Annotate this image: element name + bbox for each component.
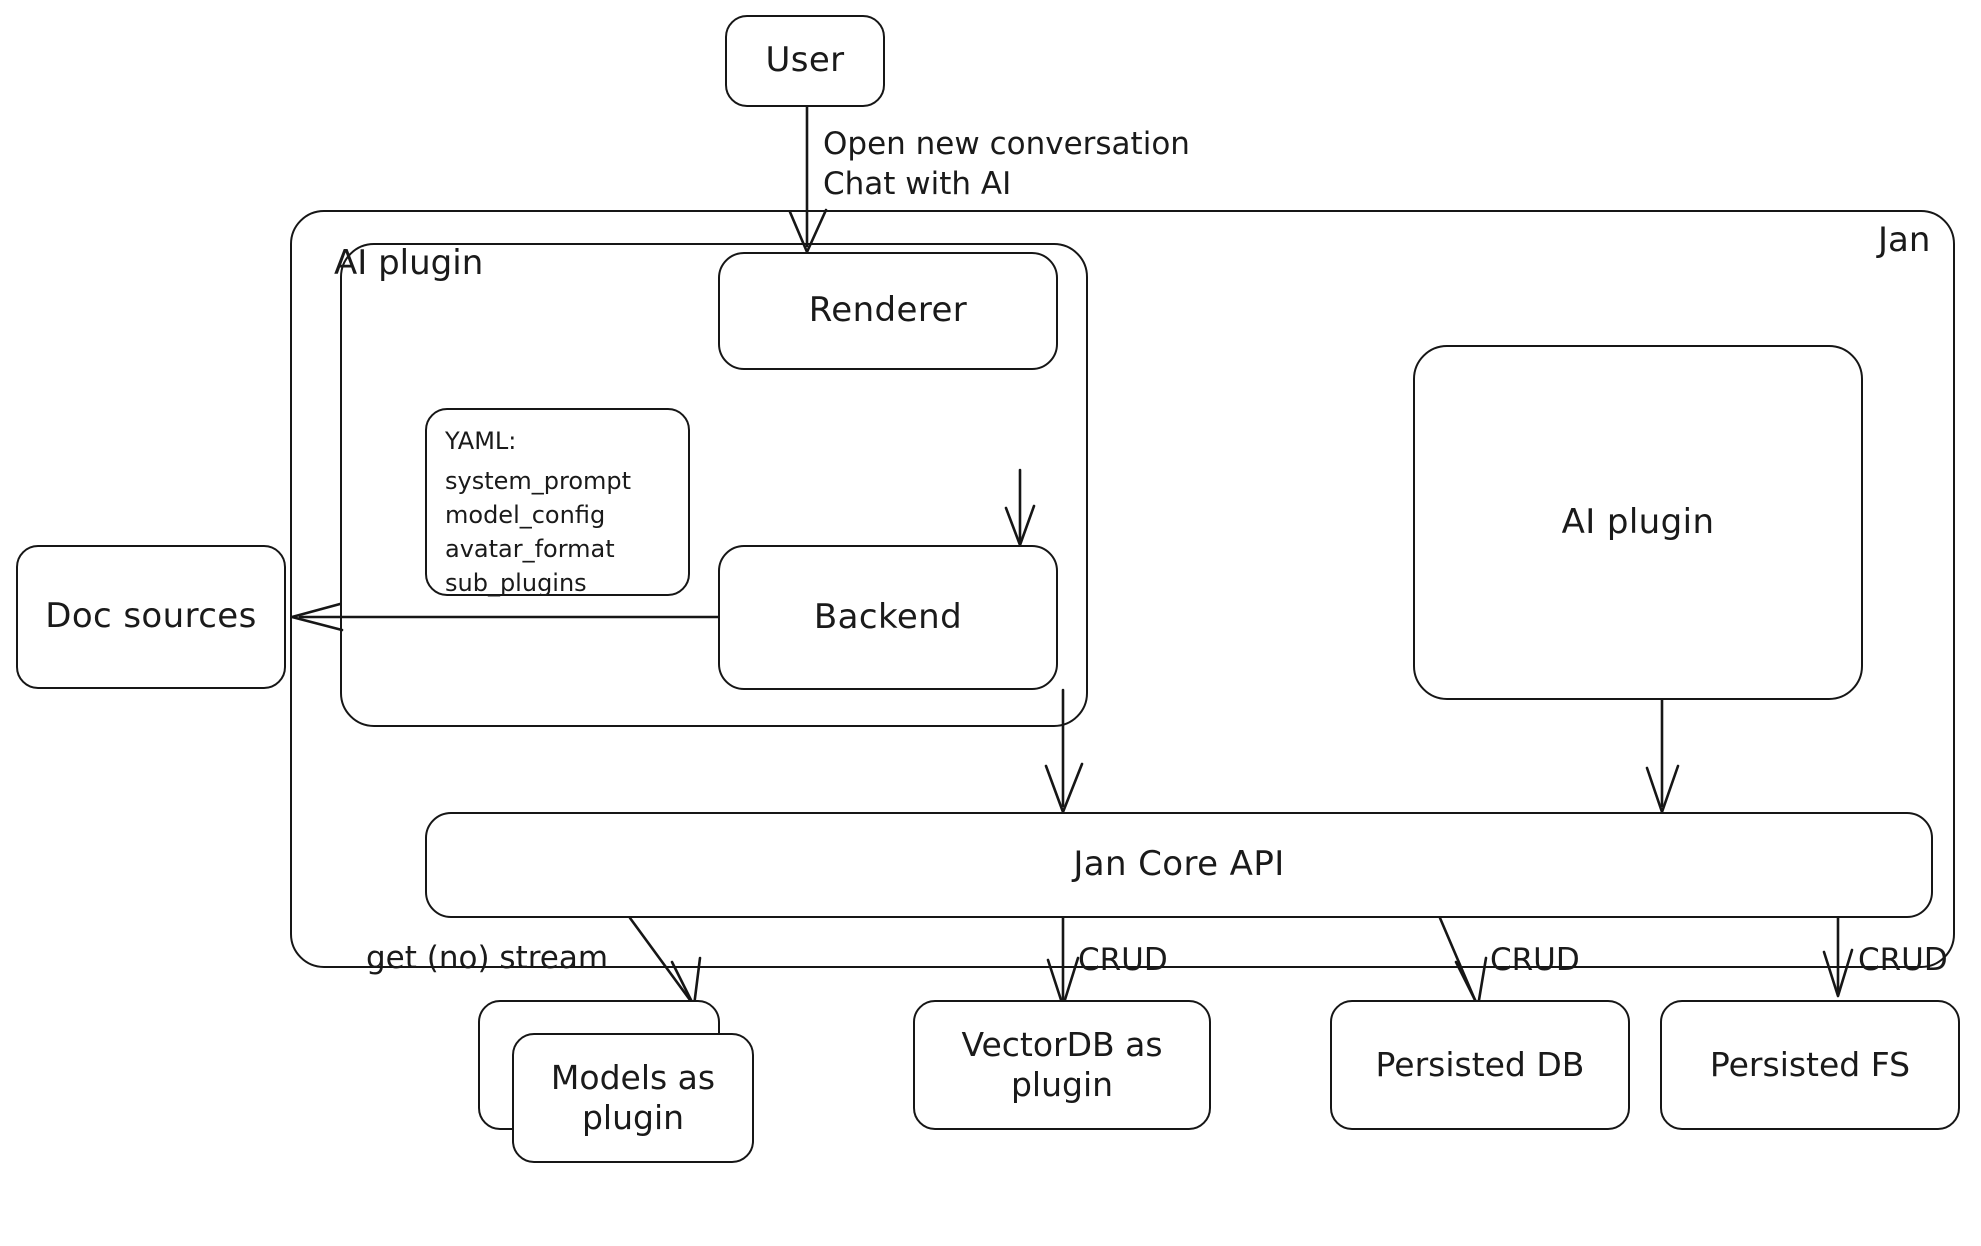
node-models-as-plugin-label: Models as plugin xyxy=(550,1057,716,1137)
group-ai-plugin xyxy=(340,243,1088,727)
node-backend-label: Backend xyxy=(813,596,963,637)
edge-label-user-renderer: Open new conversation Chat with AI xyxy=(823,126,1190,203)
node-user-label: User xyxy=(765,40,845,81)
node-jan-core-api-label: Jan Core API xyxy=(1073,844,1285,885)
node-doc-sources-label: Doc sources xyxy=(45,596,257,637)
node-jan-core-api[interactable]: Jan Core API xyxy=(425,812,1933,918)
edge-label-crud-persisted-fs: CRUD xyxy=(1858,942,1948,978)
node-backend[interactable]: Backend xyxy=(718,545,1058,690)
node-renderer-label: Renderer xyxy=(808,290,968,331)
node-models-as-plugin[interactable]: Models as plugin xyxy=(512,1033,754,1163)
node-vectordb-as-plugin[interactable]: VectorDB as plugin xyxy=(913,1000,1211,1130)
yaml-key-model-config: model_config xyxy=(445,501,606,530)
yaml-key-avatar-format: avatar_format xyxy=(445,535,615,564)
node-vectordb-as-plugin-label: VectorDB as plugin xyxy=(961,1024,1163,1104)
group-jan xyxy=(290,210,1955,968)
node-persisted-db[interactable]: Persisted DB xyxy=(1330,1000,1630,1130)
node-persisted-fs-label: Persisted FS xyxy=(1709,1044,1911,1084)
node-doc-sources[interactable]: Doc sources xyxy=(16,545,286,689)
node-ai-plugin-label: AI plugin xyxy=(1561,501,1715,542)
yaml-key-sub-plugins: sub_plugins xyxy=(445,569,587,598)
group-jan-label: Jan xyxy=(1878,220,1931,260)
node-user[interactable]: User xyxy=(725,15,885,107)
edge-label-crud-vectordb: CRUD xyxy=(1078,942,1168,978)
edge-label-get-no-stream: get (no) stream xyxy=(366,940,609,976)
node-persisted-fs[interactable]: Persisted FS xyxy=(1660,1000,1960,1130)
node-ai-plugin[interactable]: AI plugin xyxy=(1413,345,1863,700)
node-renderer[interactable]: Renderer xyxy=(718,252,1058,370)
group-ai-plugin-label: AI plugin xyxy=(334,243,484,283)
node-persisted-db-label: Persisted DB xyxy=(1375,1044,1585,1084)
edge-label-crud-persisted-db: CRUD xyxy=(1490,942,1580,978)
yaml-key-system-prompt: system_prompt xyxy=(445,467,632,496)
yaml-config-card: YAML: system_prompt model_config avatar_… xyxy=(425,408,690,597)
yaml-header: YAML: xyxy=(445,427,517,455)
